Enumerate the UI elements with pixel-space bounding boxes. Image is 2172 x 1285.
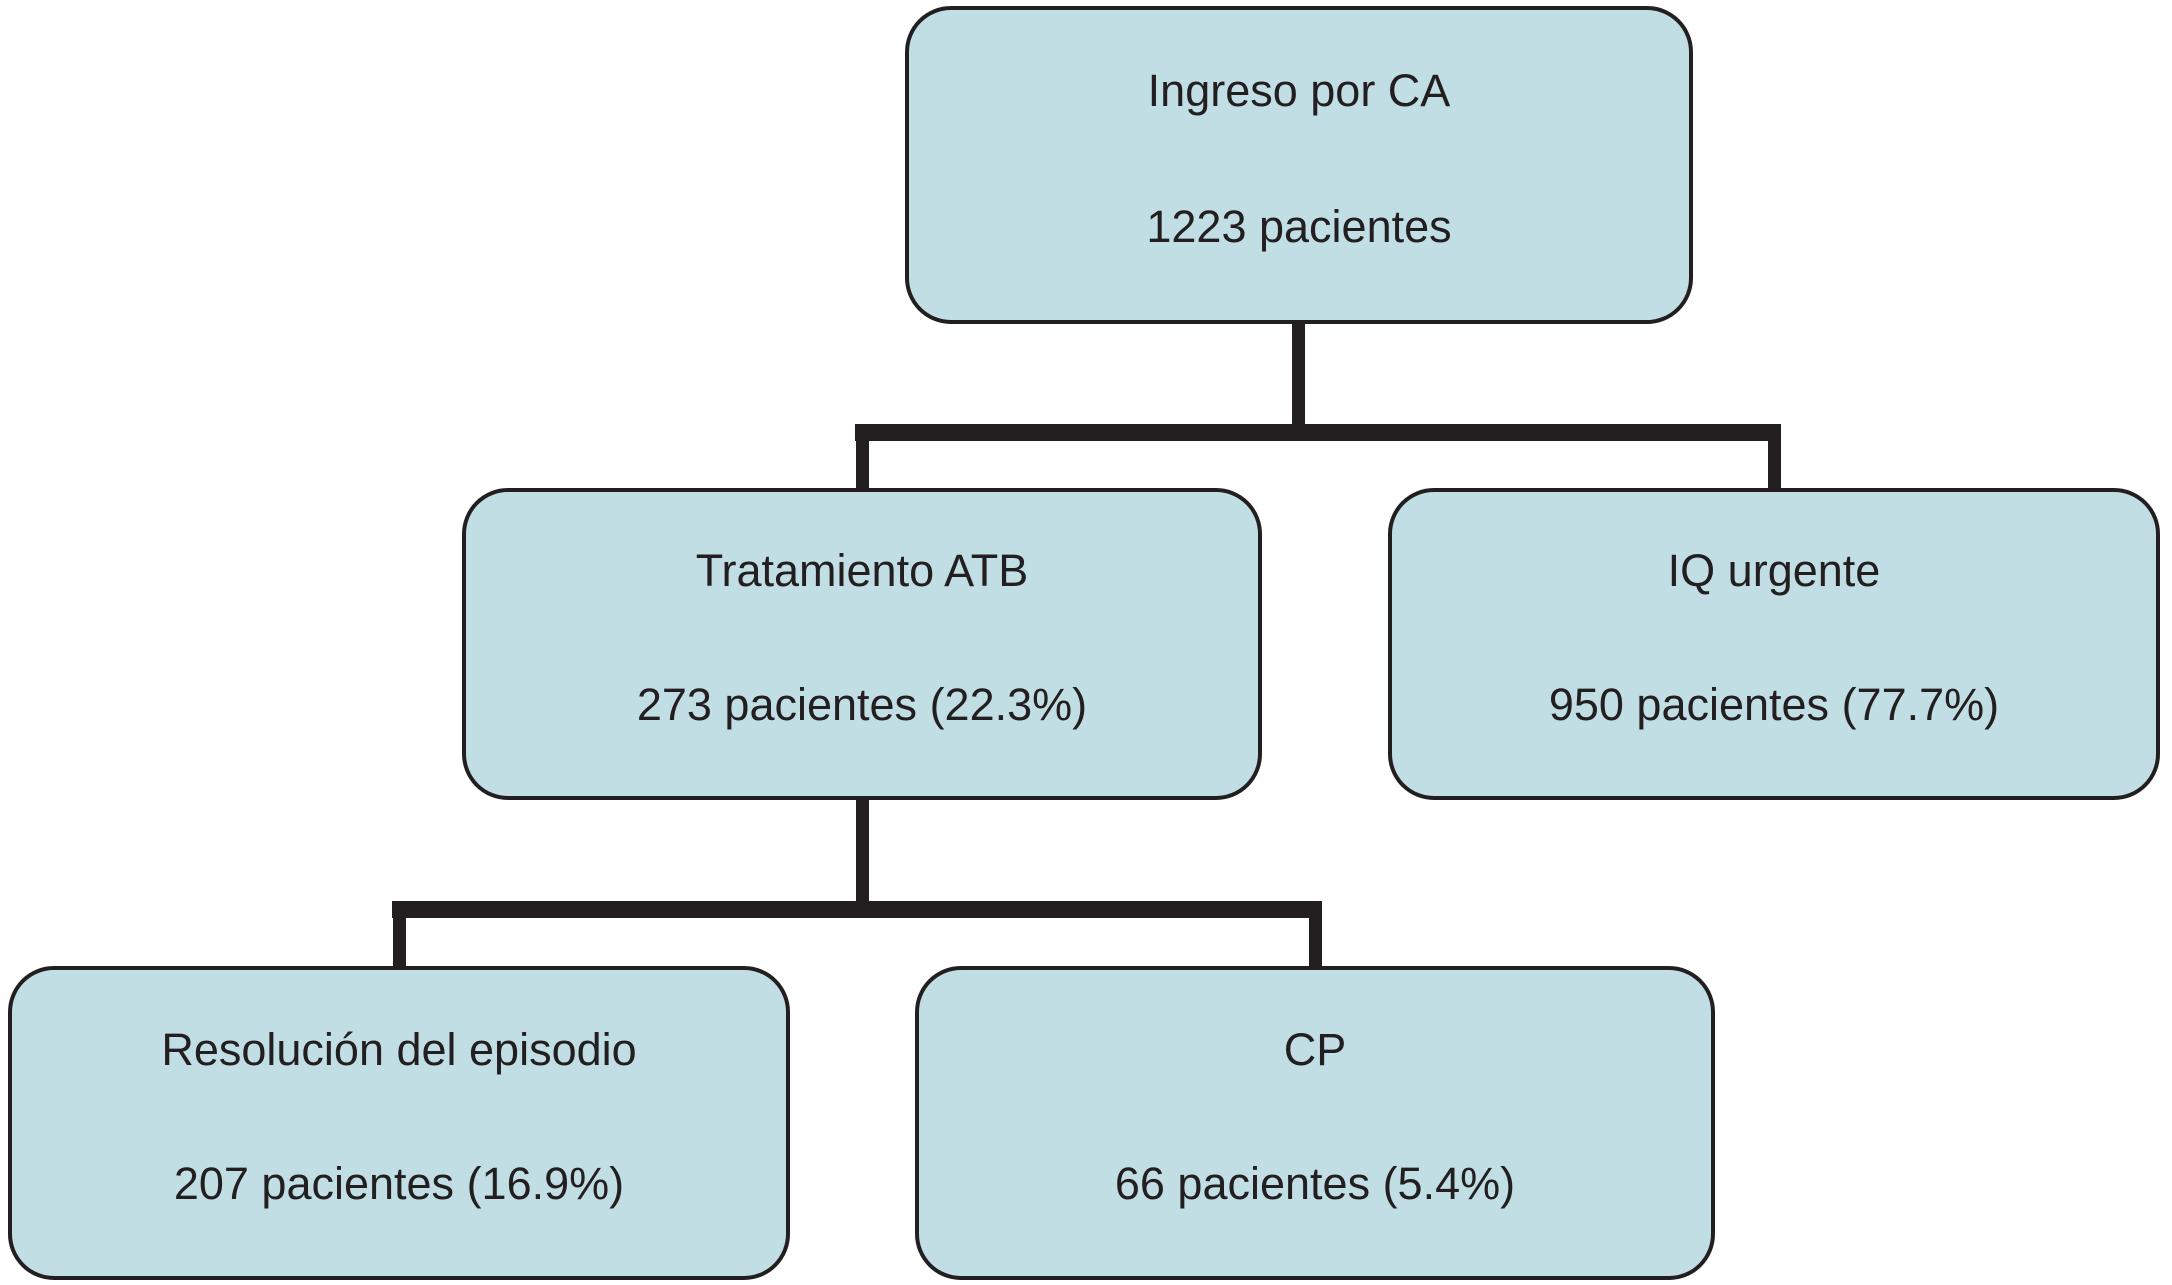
node-cp: CP 66 pacientes (5.4%): [915, 966, 1715, 1280]
node-iq-urgente: IQ urgente 950 pacientes (77.7%): [1388, 488, 2160, 800]
node-count: 66 pacientes (5.4%): [1114, 1158, 1516, 1210]
connector-drop-resolucion: [393, 901, 406, 972]
node-label: CP: [1283, 1023, 1347, 1075]
node-count: 950 pacientes (77.7%): [1548, 678, 2000, 730]
node-label: Resolución del episodio: [161, 1023, 637, 1075]
node-label: IQ urgente: [1667, 545, 1881, 597]
node-count: 273 pacientes (22.3%): [636, 678, 1088, 730]
node-ingreso-por-ca: Ingreso por CA 1223 pacientes: [905, 6, 1693, 324]
connector-drop-cp: [1309, 901, 1322, 972]
connector-ingreso-stem: [1292, 320, 1305, 441]
node-count: 207 pacientes (16.9%): [173, 1158, 625, 1210]
node-label: Tratamiento ATB: [695, 545, 1029, 597]
node-tratamiento-atb: Tratamiento ATB 273 pacientes (22.3%): [462, 488, 1262, 800]
connector-drop-tratamiento: [856, 424, 869, 494]
connector-level2-crossbar: [392, 901, 1322, 918]
connector-level1-crossbar: [855, 424, 1781, 441]
node-resolucion-del-episodio: Resolución del episodio 207 pacientes (1…: [8, 966, 790, 1280]
node-label: Ingreso por CA: [1147, 64, 1451, 116]
connector-tratamiento-stem: [856, 796, 869, 918]
node-count: 1223 pacientes: [1146, 201, 1452, 252]
connector-drop-iq-urgente: [1768, 424, 1781, 494]
